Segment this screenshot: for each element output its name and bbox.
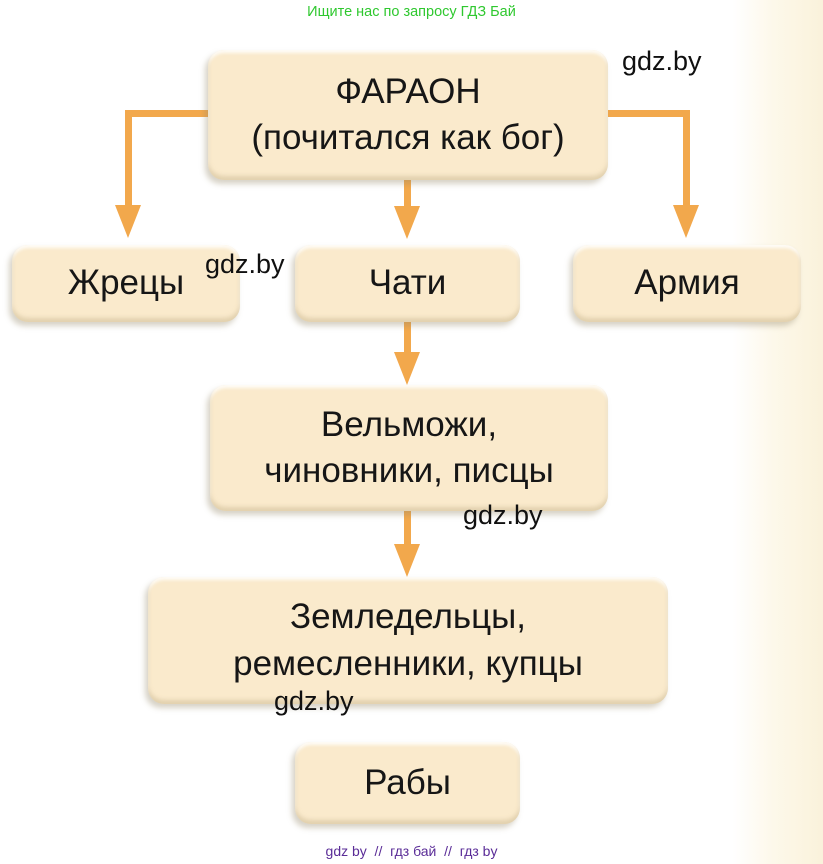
watermark-gdz-row4: gdz.by: [274, 686, 354, 716]
connector-pharaoh-chati-vertical: [404, 178, 411, 207]
connector-nobles-farmers-vertical: [404, 511, 411, 545]
node-pharaoh-label: ФАРАОН (почитался как бог): [251, 71, 565, 157]
arrowhead-down-icon: [394, 352, 420, 385]
node-vizier-label: Чати: [368, 263, 447, 303]
node-priests: Жрецы: [12, 245, 240, 322]
connector-pharaoh-army-horizontal: [606, 110, 690, 117]
node-slaves: Рабы: [295, 742, 520, 824]
node-farmers-craftsmen-merchants: Земледельцы, ремесленники, купцы: [148, 577, 668, 704]
node-nobles-officials-scribes: Вельможи, чиновники, писцы: [210, 385, 608, 511]
promo-note-top: Ищите нас по запросу ГДЗ Бай: [307, 4, 516, 20]
arrowhead-down-icon: [394, 206, 420, 239]
connector-chati-nobles-vertical: [404, 322, 411, 353]
connector-pharaoh-priests-horizontal: [125, 110, 210, 117]
arrowhead-down-icon: [394, 544, 420, 577]
node-army-label: Армия: [634, 263, 740, 303]
arrowhead-down-icon: [115, 205, 141, 238]
connector-pharaoh-priests-vertical: [125, 110, 132, 206]
node-army: Армия: [573, 245, 801, 322]
connector-pharaoh-army-vertical: [683, 110, 690, 206]
node-pharaoh: ФАРАОН (почитался как бог): [208, 50, 608, 180]
watermark-gdz-row3: gdz.by: [463, 500, 543, 530]
arrowhead-down-icon: [673, 205, 699, 238]
node-vizier: Чати: [295, 245, 520, 322]
watermark-gdz-row2: gdz.by: [205, 249, 285, 279]
node-priests-label: Жрецы: [67, 263, 185, 303]
footer-links: gdz by // гдз бай // гдз by: [325, 843, 498, 859]
watermark-gdz-top-right: gdz.by: [622, 46, 702, 76]
node-farmers-label: Земледельцы, ремесленники, купцы: [233, 597, 583, 683]
node-nobles-label: Вельможи, чиновники, писцы: [264, 404, 554, 490]
node-slaves-label: Рабы: [364, 762, 451, 802]
